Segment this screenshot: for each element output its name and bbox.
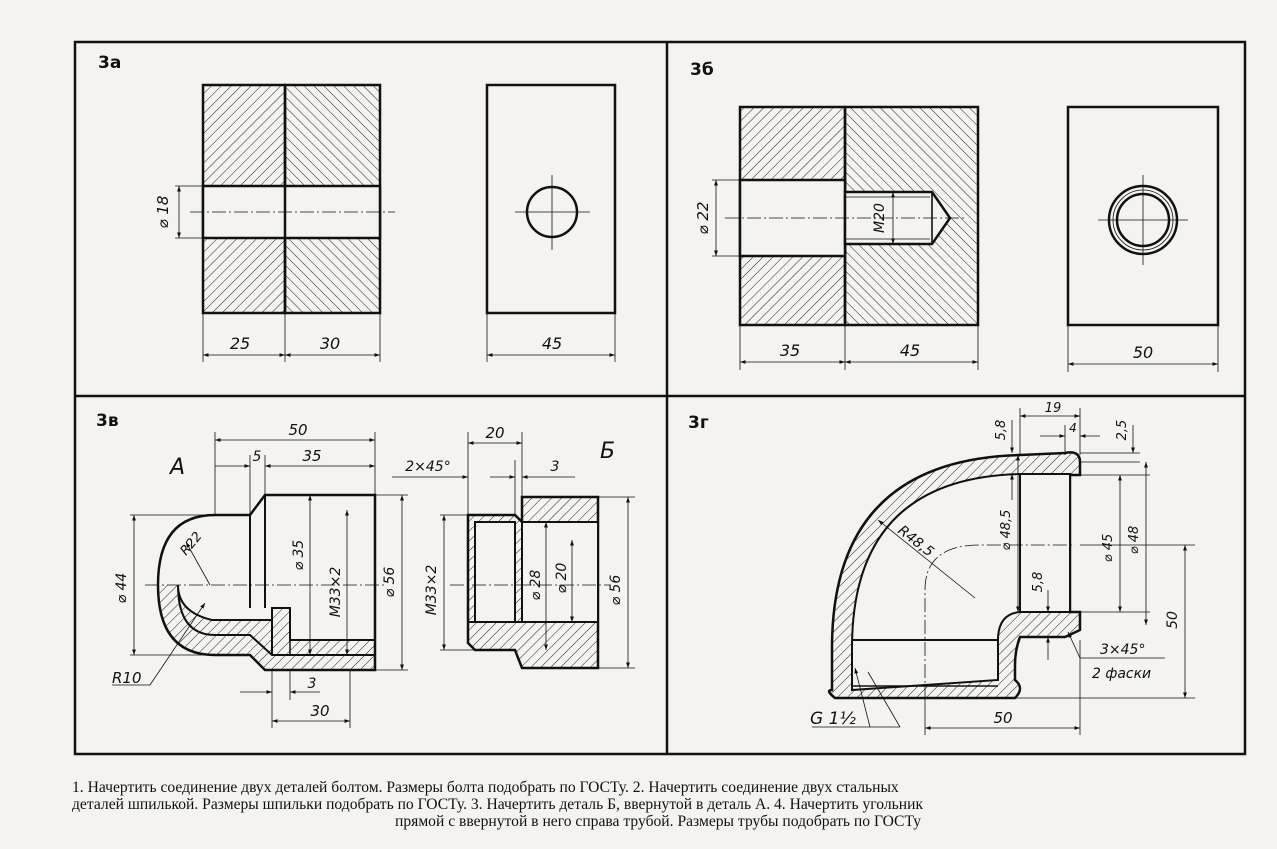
dim-3g-chamfer: 3×45°: [1100, 642, 1145, 658]
dim-3b-35: 35: [780, 341, 800, 360]
dim-3b-50: 50: [1133, 343, 1153, 362]
panel-label-3g: 3г: [688, 413, 709, 433]
dim-3v-3: 3: [308, 676, 317, 692]
dim-3g-d485: ⌀ 48,5: [999, 510, 1014, 551]
dim-3a-45: 45: [542, 334, 562, 353]
panel-label-3a: 3а: [98, 53, 121, 73]
frame: [73, 40, 1247, 756]
caption-line-3: прямой с ввернутой в него справа трубой.…: [395, 813, 921, 830]
part-label-B: Б: [600, 439, 615, 464]
view-3a: [485, 83, 617, 315]
dim-3g-thread: G 1½: [810, 709, 856, 729]
dim-3v-d44: ⌀ 44: [114, 573, 130, 604]
dim-3v-d56: ⌀ 56: [382, 567, 398, 598]
dim-3g-4: 4: [1069, 421, 1077, 435]
dim-3a-25: 25: [230, 334, 250, 353]
dim-3v-b3: 3: [551, 459, 560, 475]
dim-3b-45: 45: [900, 341, 920, 360]
dim-3v-b20: 20: [485, 424, 504, 442]
dim-3v-50: 50: [288, 421, 307, 439]
page-number: 188: [0, 418, 2, 441]
dim-3g-d45: ⌀ 45: [1101, 534, 1116, 563]
dim-3v-b-d20: ⌀ 20: [554, 563, 570, 594]
dim-3a-dia18: ⌀ 18: [154, 196, 172, 229]
dim-3g-50h: 50: [993, 709, 1012, 727]
dim-3b-m20: M20: [872, 203, 888, 233]
dim-3v-35: 35: [302, 447, 321, 465]
dim-3v-d35: ⌀ 35: [291, 540, 307, 571]
dim-3v-5: 5: [253, 449, 262, 465]
panel-3v: 3в А Б R22 ⌀ 44 R10 50 5 35: [96, 411, 635, 728]
panel-3g: 3г R48,5 19 4 5,8 2,5 ⌀ 48,5: [688, 401, 1195, 735]
dim-3v-30: 30: [310, 702, 329, 720]
dim-3g-58-mid: 5,8: [1031, 572, 1046, 593]
dim-3v-m33: M33×2: [328, 567, 344, 618]
dim-3g-chamfer-note: 2 фаски: [1092, 666, 1151, 682]
panel-label-3v: 3в: [96, 411, 119, 431]
caption-line-1: 1. Начертить соединение двух деталей бол…: [72, 779, 899, 796]
dim-3g-50v: 50: [1165, 611, 1181, 629]
dim-3v-r10: R10: [112, 669, 142, 687]
caption-line-2: деталей шпилькой. Размеры шпильки подобр…: [72, 796, 924, 813]
view-3b: [1066, 105, 1220, 327]
panel-3b: 3б ⌀ 22 M20 35 45 50: [690, 60, 1220, 372]
panel-label-3b: 3б: [690, 60, 714, 80]
dim-3v-b-d56: ⌀ 56: [608, 575, 624, 606]
dim-3a-30: 30: [320, 334, 340, 353]
dim-3b-dia22: ⌀ 22: [694, 202, 712, 235]
dim-3v-b-m33: M33×2: [424, 565, 440, 616]
dim-3g-d48: ⌀ 48: [1127, 526, 1142, 555]
part-label-A: А: [168, 455, 185, 480]
dim-3v-b-chamfer: 2×45°: [405, 459, 450, 475]
dim-3g-58-top: 5,8: [994, 420, 1009, 441]
dim-3g-25: 2,5: [1115, 420, 1130, 441]
panel-3a: 3а ⌀ 18 25 30 45: [98, 53, 617, 362]
dim-3g-19: 19: [1045, 401, 1062, 416]
dim-3v-b-d28: ⌀ 28: [528, 570, 544, 601]
caption: 1. Начертить соединение двух деталей бол…: [72, 779, 1244, 830]
